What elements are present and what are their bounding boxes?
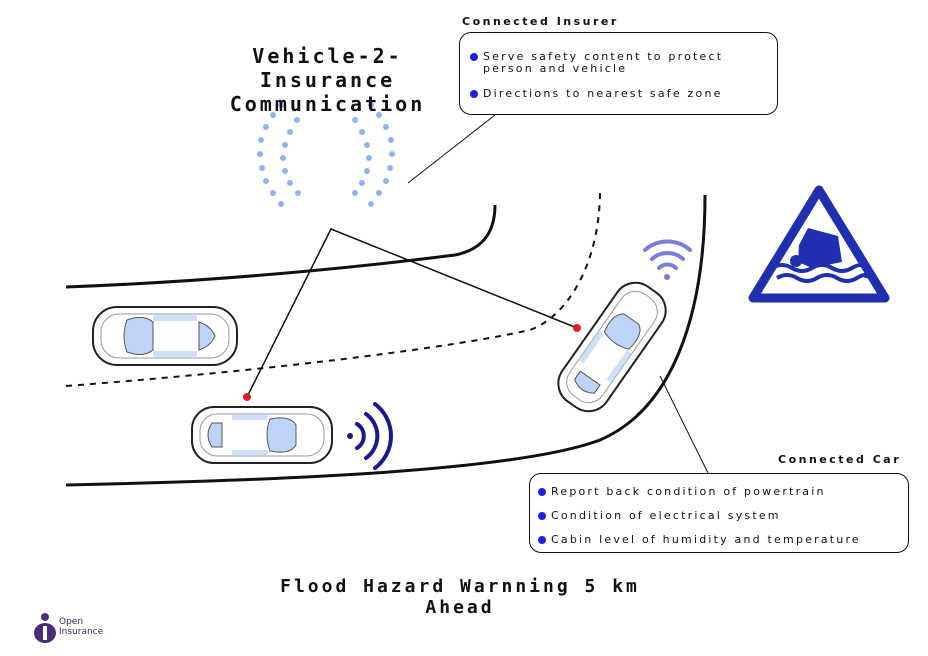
- diagram-title-line1: Vehicle-2-Insurance: [252, 44, 403, 92]
- road-edge-bottom: [65, 194, 707, 487]
- insurer-callout-pointer: [407, 114, 496, 184]
- connected-car-label: Connected Car: [778, 453, 902, 466]
- bullet-icon: [470, 90, 478, 98]
- road-edge-top: [65, 204, 497, 289]
- flood-warning-sign-icon: [748, 185, 890, 303]
- connected-insurer-label: Connected Insurer: [462, 15, 619, 28]
- car-node-left: [243, 393, 251, 401]
- car-callout-pointer: [659, 375, 709, 474]
- bullet-icon: [538, 536, 546, 544]
- car-bottom-left: [191, 406, 333, 464]
- car-top-left: [92, 306, 238, 366]
- signal-dots-left: [257, 102, 301, 207]
- insurer-item: Directions to nearest safe zone: [466, 88, 771, 100]
- car-item: Condition of electrical system: [534, 510, 904, 522]
- road-center-line: [65, 189, 601, 387]
- car-turning: [557, 281, 667, 413]
- diagram-title-line2: Communication: [229, 92, 426, 116]
- insurer-item: Serve safety content to protect person a…: [466, 51, 771, 75]
- car-node-right: [573, 324, 581, 332]
- logo-wordmark: Open Insurance: [59, 617, 104, 637]
- car-item: Report back condition of powertrain: [534, 486, 904, 498]
- diagram-title: Vehicle-2-Insurance Communication: [205, 44, 450, 116]
- signal-dots-right: [352, 102, 395, 207]
- hazard-warning-caption: Flood Hazard Warnning 5 km Ahead: [280, 576, 640, 618]
- wifi-signal-icon: [347, 402, 393, 470]
- bullet-icon: [538, 512, 546, 520]
- bullet-icon: [470, 53, 478, 61]
- wifi-signal-icon: [643, 239, 692, 280]
- open-insurance-logo-icon: [34, 613, 56, 643]
- bullet-icon: [538, 488, 546, 496]
- network-connection-line: [246, 228, 578, 398]
- connected-car-callout: Report back condition of powertrain Cond…: [529, 473, 909, 553]
- connected-insurer-callout: Serve safety content to protect person a…: [459, 32, 778, 115]
- car-item: Cabin level of humidity and temperature: [534, 534, 904, 546]
